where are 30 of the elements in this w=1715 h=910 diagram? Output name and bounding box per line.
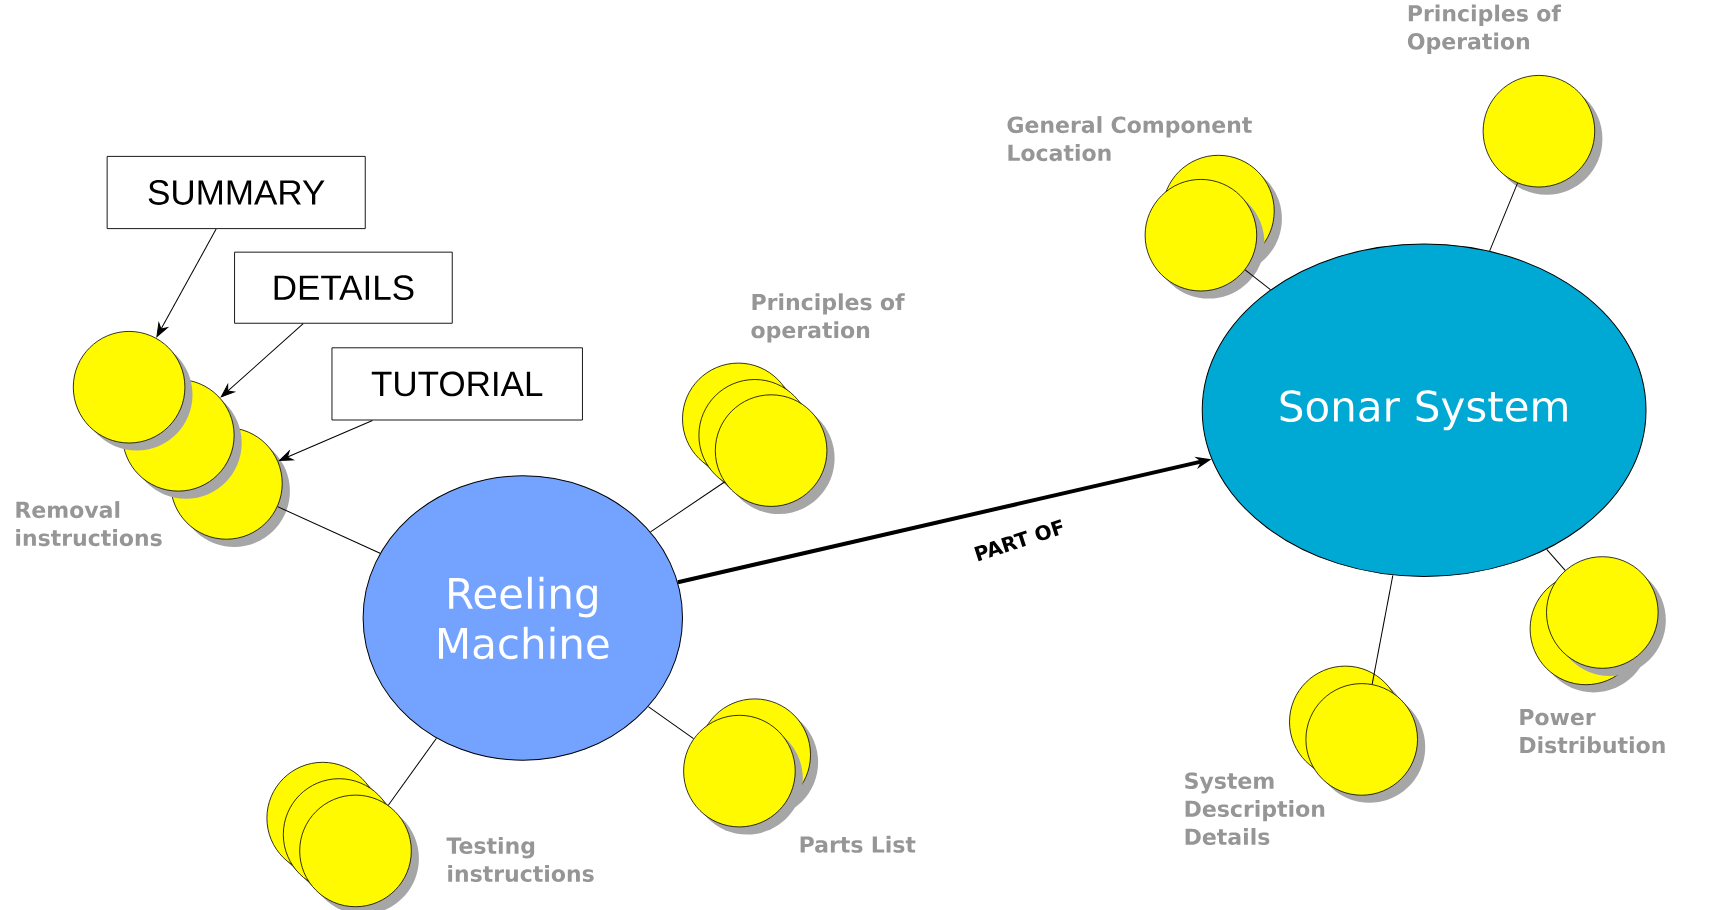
circle-stack [266, 761, 419, 910]
edge-label: PART OF [969, 516, 1069, 565]
node-caption: Removal instructions [16, 501, 162, 547]
node-caption: Power Distribution [1520, 709, 1665, 754]
label-box: SUMMARY [106, 155, 366, 230]
circle-stack [1144, 154, 1282, 299]
connector-line [650, 481, 725, 533]
connector-line [1371, 574, 1394, 685]
node-caption: Principles of operation [751, 293, 905, 343]
circle-stack [682, 362, 835, 515]
connector-line [277, 506, 381, 554]
label-box: DETAILS [234, 251, 453, 324]
circle-stack [1529, 556, 1666, 693]
label-box: TUTORIAL [331, 347, 583, 421]
connector-line [1489, 182, 1519, 252]
arrow [278, 419, 373, 462]
connector-line [1244, 269, 1271, 291]
node-caption: Testing instructions [446, 836, 594, 882]
node-caption: General Component Location [1007, 116, 1252, 162]
node-caption: System Description Details [1185, 772, 1325, 846]
arrow [220, 323, 304, 398]
circle-stack [683, 698, 819, 835]
arrow [156, 228, 217, 338]
connector-line [1546, 548, 1566, 571]
connector-line [387, 737, 437, 806]
connector-line [647, 706, 694, 740]
node-caption: Parts List [800, 835, 916, 853]
node-caption: Principles of Operation [1407, 4, 1562, 54]
circle-node [72, 331, 193, 451]
circle-node [1482, 75, 1603, 195]
